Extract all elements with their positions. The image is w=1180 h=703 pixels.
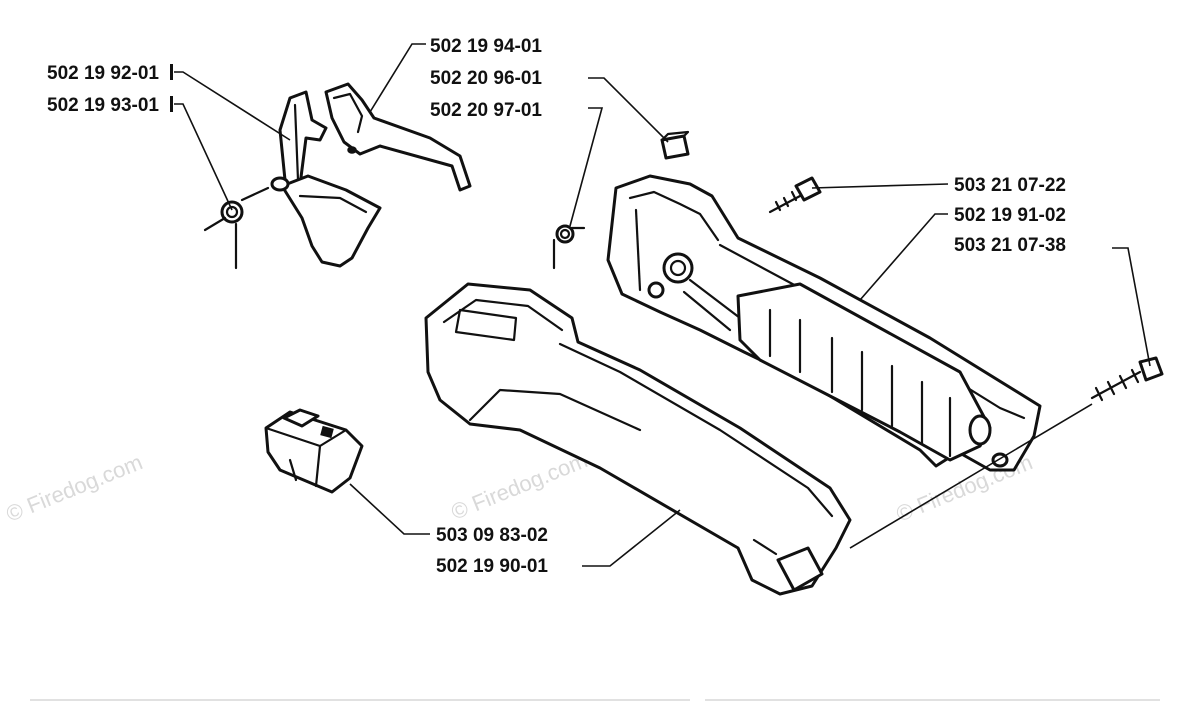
part-number-502-20-96-01: 502 20 96-01 xyxy=(430,68,542,89)
bracket-mark-2 xyxy=(170,96,173,112)
trigger-spring-center xyxy=(552,224,586,270)
part-number-502-19-94-01: 502 19 94-01 xyxy=(430,36,542,57)
part-number-503-21-07-22: 503 21 07-22 xyxy=(954,175,1066,196)
part-number-502-19-90-01: 502 19 90-01 xyxy=(436,556,548,577)
trigger-spring-left xyxy=(203,186,270,270)
handle-half-left xyxy=(424,282,852,596)
part-number-502-19-93-01: 502 19 93-01 xyxy=(47,95,159,116)
screw-lower xyxy=(1090,356,1164,402)
throttle-trigger-assembly xyxy=(203,82,472,270)
handle-half-right xyxy=(606,174,1042,472)
part-number-502-20-97-01: 502 20 97-01 xyxy=(430,100,542,121)
leader-lines xyxy=(174,43,1151,567)
bracket-mark-1 xyxy=(170,64,173,80)
part-number-502-19-91-02: 502 19 91-02 xyxy=(954,205,1066,226)
stop-block xyxy=(660,130,690,160)
watermark-left: © Firedog.com xyxy=(3,449,146,526)
watermark-center: © Firedog.com xyxy=(448,447,591,524)
part-number-labels: 502 19 92-01 502 19 93-01 502 19 94-01 5… xyxy=(47,36,1066,577)
part-number-502-19-92-01: 502 19 92-01 xyxy=(47,63,159,84)
part-number-503-21-07-38: 503 21 07-38 xyxy=(954,235,1066,256)
part-number-503-09-83-02: 503 09 83-02 xyxy=(436,525,548,546)
stop-switch xyxy=(264,408,364,494)
screw-upper xyxy=(768,176,822,214)
